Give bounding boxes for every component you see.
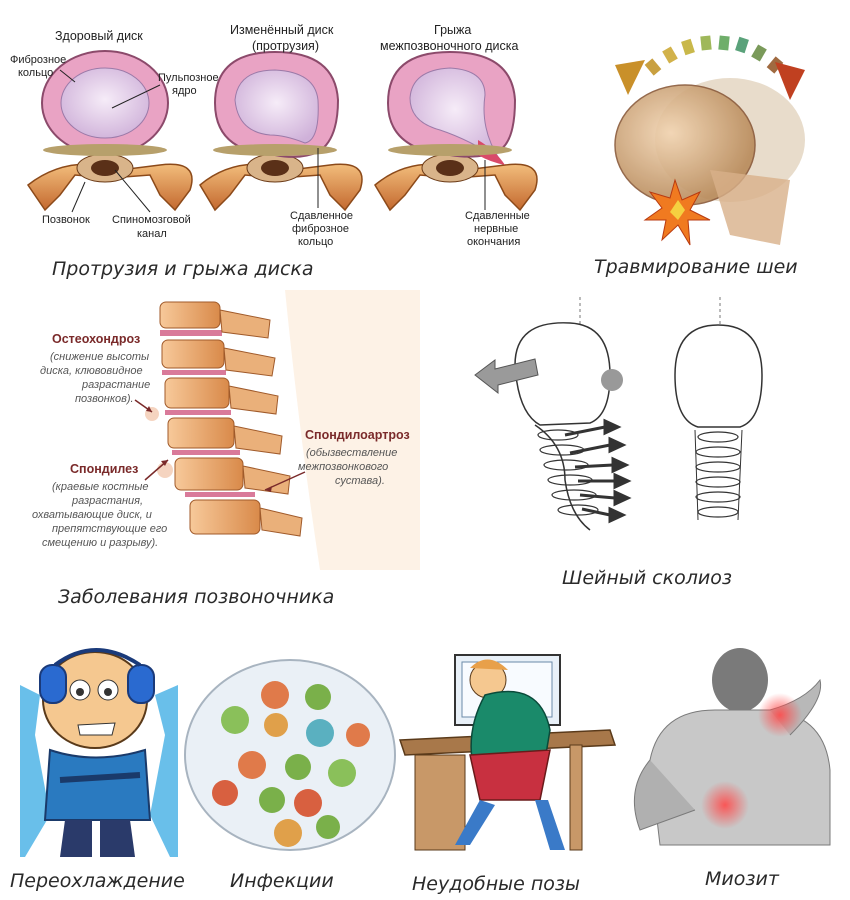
poses-illustration (398, 654, 617, 851)
spondylosis-desc-2: разрастания, (72, 495, 144, 507)
spine-diseases-panel: Остеохондроз (снижение высоты диска, клю… (0, 290, 420, 615)
neck-injury-panel: Травмирование шеи (590, 20, 830, 280)
healthy-disc-title: Здоровый диск (55, 29, 143, 43)
osteochondrosis-desc-3: разрастание (82, 379, 151, 391)
disc-diagrams-illustration (26, 50, 538, 213)
poses-panel: Неудобные позы (398, 650, 630, 900)
scoliosis-panel: Шейный сколиоз (470, 295, 830, 595)
compressed-nerves-label-3: окончания (467, 236, 521, 248)
neck-injury-illustration (590, 20, 820, 255)
herniated-disc (374, 50, 538, 212)
fibrous-ring-label-2: кольцо (18, 67, 54, 79)
vertebrae (159, 301, 303, 537)
spondyloarthrosis-desc-3: сустава). (335, 475, 385, 487)
force-arrows (564, 418, 632, 524)
spinal-canal-label-1: Спиномозговой (112, 214, 191, 226)
compressed-ring-label-3: кольцо (298, 236, 334, 248)
neck-injury-caption: Травмирование шеи (594, 256, 798, 278)
infections-caption: Инфекции (230, 870, 334, 892)
spine-diseases-caption: Заболевания позвоночника (58, 586, 335, 608)
compressed-nerves-label-1: Сдавленные (465, 210, 530, 222)
osteochondrosis-title: Остеохондроз (52, 332, 141, 346)
protrusion-disc (199, 50, 363, 212)
scoliosis-illustration (474, 297, 763, 531)
spondyloarthrosis-title: Спондилоартроз (305, 428, 410, 442)
spondylosis-title: Спондилез (70, 462, 139, 476)
hernia-subtitle: межпозвоночного диска (380, 39, 519, 53)
protrusion-title: Изменённый диск (230, 23, 334, 37)
protrusion-subtitle: (протрузия) (252, 39, 319, 53)
vertebra-label: Позвонок (42, 214, 90, 226)
disc-diagrams-panel: Здоровый диск Изменённый диск (протрузия… (0, 0, 560, 285)
spondylosis-desc-4: препятствующие его (52, 523, 168, 535)
spondylosis-desc-3: охватывающие диск, и (32, 509, 152, 521)
hypothermia-caption: Переохлаждение (10, 870, 185, 892)
osteochondrosis-desc-4: позвонков). (75, 393, 134, 405)
hypothermia-panel: Переохлаждение (0, 635, 200, 900)
compressed-nerves-label-2: нервные (474, 223, 519, 235)
spine-illustration (134, 290, 420, 570)
myositis-caption: Миозит (705, 868, 779, 890)
spondylosis-desc-5: смещению и разрыву). (42, 537, 159, 549)
straight-vertebrae (695, 431, 741, 518)
infections-panel: Инфекции (180, 655, 410, 900)
hypothermia-illustration (20, 648, 178, 857)
disc-caption: Протрузия и грыжа диска (52, 258, 314, 280)
spondyloarthrosis-desc-2: межпозвонкового (298, 461, 389, 473)
spondylosis-desc-1: (краевые костные (52, 481, 149, 493)
osteochondrosis-desc-1: (снижение высоты (50, 351, 150, 363)
poses-caption: Неудобные позы (412, 873, 581, 895)
fibrous-ring-label-1: Фиброзное (10, 54, 67, 66)
myositis-illustration (633, 648, 831, 846)
spinal-canal-label-2: канал (137, 228, 167, 240)
spondyloarthrosis-desc-1: (обызвествление (306, 447, 398, 459)
infections-illustration (184, 659, 396, 851)
bacteria-cluster (212, 681, 370, 847)
compressed-ring-label-1: Сдавленное (290, 210, 353, 222)
nucleus-label-2: ядро (172, 85, 197, 97)
tilted-vertebrae (537, 429, 599, 516)
compressed-ring-label-2: фиброзное (292, 223, 349, 235)
hernia-title: Грыжа (434, 23, 472, 37)
osteochondrosis-desc-2: диска, клювовидное (40, 365, 143, 377)
myositis-panel: Миозит (620, 640, 840, 900)
scoliosis-caption: Шейный сколиоз (562, 567, 732, 589)
motion-arc (615, 35, 805, 100)
healthy-disc (26, 50, 193, 212)
nucleus-label-1: Пульпозное (158, 72, 219, 84)
disc-pointer-lines (59, 69, 486, 213)
